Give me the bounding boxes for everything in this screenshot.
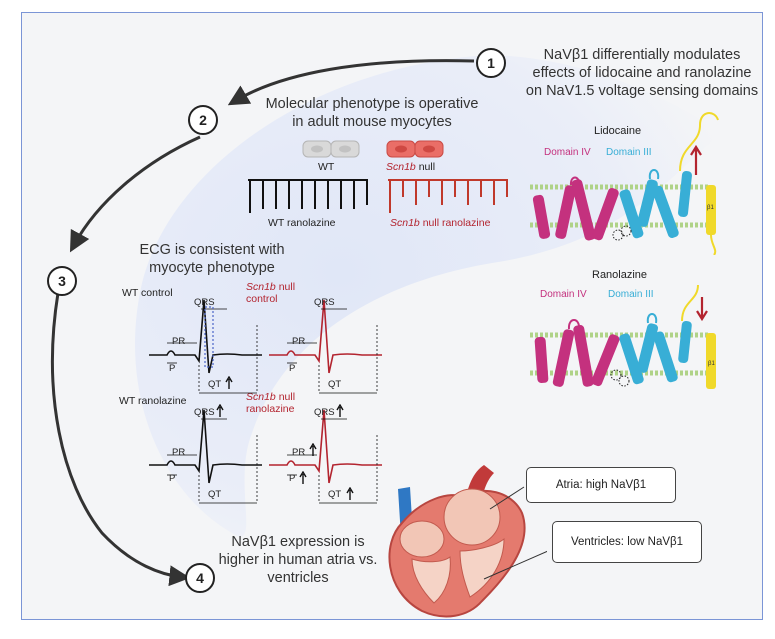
step-1-badge: 1: [476, 48, 506, 78]
wt-ranolazine-qrs-up-arrow-icon: [216, 404, 224, 417]
ranolazine-beta1-label: β1: [708, 361, 715, 367]
qrs-label-null-control: QRS: [314, 297, 335, 308]
null-ranolazine-pr-up-arrow-icon: [309, 443, 317, 456]
arrow-1-to-2: [227, 59, 475, 106]
null-ranolazine-qt-up-arrow-icon: [346, 487, 354, 500]
qrs-label-wt-control: QRS: [194, 297, 215, 308]
step-1-finding: NaVβ1 differentially modulates effects o…: [524, 46, 760, 100]
step-4-finding: NaVβ1 expression is higher in human atri…: [210, 533, 386, 587]
step-3-finding: ECG is consistent with myocyte phenotype: [117, 241, 307, 277]
step-2-badge: 2: [188, 105, 218, 135]
step-2-line-1: Molecular phenotype is operative: [265, 96, 479, 112]
null-ap-train: [388, 179, 508, 213]
null-gene-name: Scn1b: [386, 161, 416, 173]
ecg-null-ranolazine: [269, 409, 382, 504]
null-ranolazine-p-up-arrow-icon: [299, 471, 307, 484]
qt-label-wt-control: QT: [208, 379, 222, 390]
pr-label-null-control: PR: [292, 336, 306, 347]
pr-label-null-ranolazine: PR: [292, 447, 306, 458]
heart-illustration: [388, 465, 547, 618]
ecg-wt-control: [149, 299, 262, 394]
pr-label-wt-control: PR: [172, 336, 186, 347]
wt-ranolazine-ecg-label: WT ranolazine: [119, 395, 187, 407]
pr-label-wt-ranolazine: PR: [172, 447, 186, 458]
wt-control-qt-up-arrow-icon: [225, 376, 233, 389]
step-4-line-2: higher in human atria vs.: [218, 552, 378, 568]
lidocaine-title: Lidocaine: [594, 125, 642, 137]
step-3-line-1: ECG is consistent with: [139, 242, 285, 258]
ranolazine-domain-iii-label: Domain III: [608, 289, 654, 300]
background-graphics: [50, 55, 722, 587]
null-ranolazine-ecg-text-2: ranolazine: [246, 403, 295, 415]
wt-label: WT: [318, 161, 335, 173]
qrs-label-null-ranolazine: QRS: [314, 407, 335, 418]
qrs-label-wt-ranolazine: QRS: [194, 407, 215, 418]
step-3-line-2: myocyte phenotype: [149, 260, 275, 276]
left-atrium: [443, 488, 501, 546]
qt-label-null-ranolazine: QT: [328, 489, 342, 500]
left-ventricle: [459, 537, 505, 598]
qt-label-null-control: QT: [328, 379, 342, 390]
null-control-text-1: null: [275, 281, 296, 293]
ranolazine-channel-structure: [530, 284, 716, 389]
wt-ap-train: [248, 179, 368, 213]
step-3-badge: 3: [47, 266, 77, 296]
step-2-line-2: in adult mouse myocytes: [292, 114, 452, 130]
ranolazine-domain-iv-label: Domain IV: [540, 289, 587, 300]
null-myocyte-icon: [386, 140, 444, 158]
ecg-wt-ranolazine: [149, 409, 262, 504]
null-label-suffix: null: [415, 161, 436, 173]
wt-myocyte-icon: [302, 140, 360, 158]
step-1-line-3: on NaV1.5 voltage sensing domains: [525, 83, 759, 99]
wt-control-label: WT control: [122, 287, 173, 299]
atria-callout: Atria: high NaVβ1: [526, 467, 676, 503]
right-ventricle: [411, 556, 451, 604]
null-control-label: Scn1b null control: [246, 281, 295, 305]
ecg-null-control: [269, 299, 382, 394]
step-1-line-2: effects of lidocaine and ranolazine: [532, 65, 752, 81]
step-4-badge: 4: [185, 563, 215, 593]
null-ranolazine-label: Scn1b null ranolazine: [390, 217, 490, 229]
ranolazine-title: Ranolazine: [592, 269, 648, 281]
lidocaine-domain-iv-label: Domain IV: [544, 147, 591, 158]
lidocaine-beta1-label: β1: [707, 205, 714, 211]
step-4-line-1: NaVβ1 expression is: [231, 534, 365, 550]
figure-frame: 1 2 3 4 NaVβ1 differentially modulates e…: [21, 12, 763, 620]
wt-ranolazine-label: WT ranolazine: [268, 217, 336, 229]
arrow-2-to-3: [69, 135, 201, 253]
null-ranolazine-gene: Scn1b: [390, 217, 420, 229]
null-ranolazine-ecg-label: Scn1b null ranolazine: [246, 391, 295, 415]
step-4-line-3: ventricles: [267, 570, 329, 586]
background-swoosh: [135, 55, 722, 537]
null-ranolazine-qrs-up-arrow-icon: [336, 404, 344, 417]
step-1-line-1: NaVβ1 differentially modulates: [543, 47, 741, 63]
lidocaine-channel-structure: [530, 112, 719, 255]
step-2-finding: Molecular phenotype is operative in adul…: [252, 95, 492, 131]
null-ranolazine-ecg-text-1: null: [275, 391, 296, 403]
arrow-3-to-4: [50, 292, 191, 587]
null-label: Scn1b null: [386, 161, 435, 173]
ventricles-callout: Ventricles: low NaVβ1: [552, 521, 702, 563]
p-label-wt-control: P: [169, 363, 176, 374]
lidocaine-domain-iii-label: Domain III: [606, 147, 652, 158]
p-label-wt-ranolazine: P: [169, 473, 176, 484]
null-ranolazine-ecg-gene: Scn1b: [246, 391, 276, 403]
qt-label-wt-ranolazine: QT: [208, 489, 222, 500]
null-control-text-2: control: [246, 293, 278, 305]
right-atrium: [399, 520, 445, 558]
null-ranolazine-suffix: null ranolazine: [419, 217, 491, 229]
null-control-gene: Scn1b: [246, 281, 276, 293]
p-label-null-control: P: [289, 363, 296, 374]
p-label-null-ranolazine: P: [289, 473, 296, 484]
